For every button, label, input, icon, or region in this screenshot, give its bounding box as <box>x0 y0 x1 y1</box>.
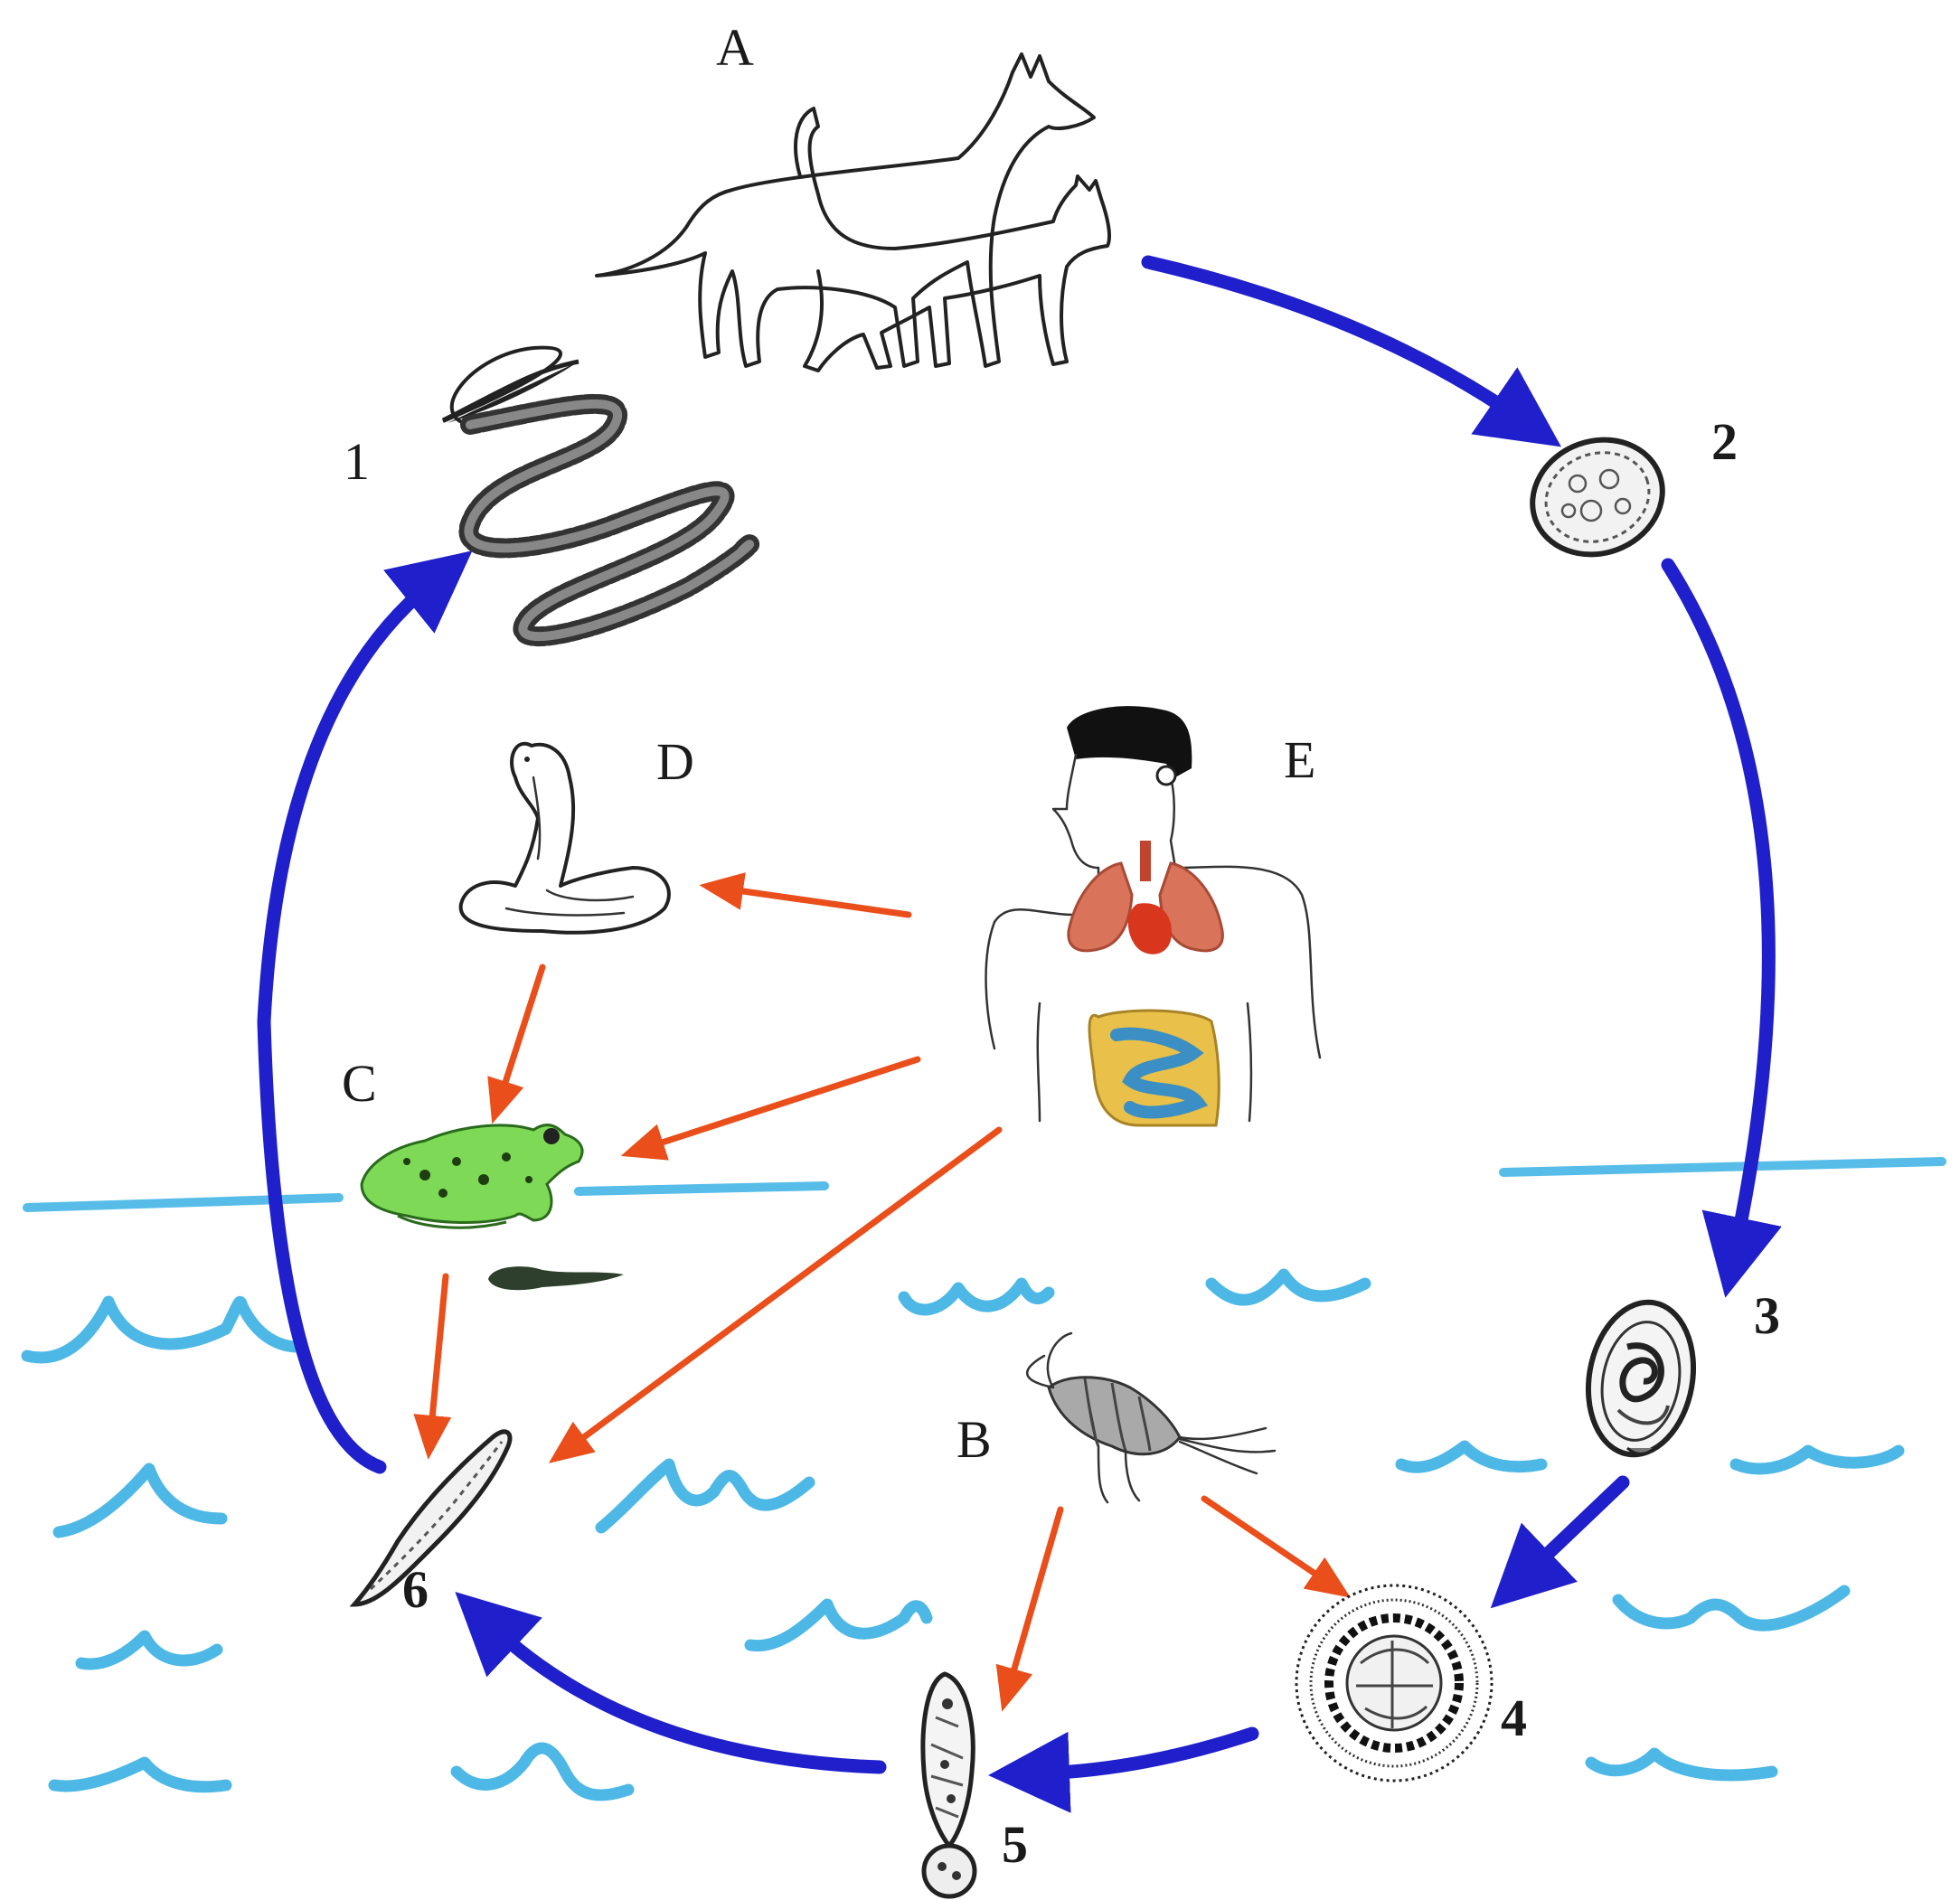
wave <box>1395 1440 1548 1473</box>
water-waves <box>21 1268 1905 1801</box>
arrow-E-to-6 <box>548 1126 1003 1463</box>
label-stage-2: 2 <box>1711 412 1738 471</box>
label-B: B <box>956 1410 992 1469</box>
arrow-B-to-4 <box>1201 1495 1351 1598</box>
coracidium-icon <box>1295 1584 1494 1782</box>
procercoid-icon <box>920 1671 977 1899</box>
waterline-left <box>23 1193 344 1212</box>
wave <box>1729 1444 1905 1475</box>
cobra-snake-icon <box>458 741 671 935</box>
alternative-path-arrows <box>413 872 1351 1712</box>
label-A: A <box>716 18 754 77</box>
frog-and-tadpole-icon <box>360 1124 624 1291</box>
arrow-B-to-5 <box>995 1506 1064 1712</box>
wave <box>744 1598 933 1652</box>
wave <box>48 1756 232 1793</box>
arrow-A-to-2 <box>1141 255 1561 447</box>
label-stage-4: 4 <box>1501 1688 1527 1747</box>
copepod-icon <box>1025 1331 1277 1504</box>
label-E: E <box>1284 730 1315 789</box>
wave <box>1585 1747 1778 1782</box>
wave <box>21 1295 305 1364</box>
wave <box>595 1458 815 1534</box>
human-torso-organs-icon <box>985 706 1322 1127</box>
wave <box>52 1463 228 1538</box>
arrow-4-to-5 <box>988 1726 1259 1813</box>
label-C: C <box>342 1054 377 1113</box>
arrow-2-to-3 <box>1661 558 1782 1298</box>
main-cycle-arrows <box>257 255 1782 1813</box>
arrow-E-to-D <box>699 872 912 918</box>
wave <box>898 1277 1055 1316</box>
waterline-right <box>1499 1157 1946 1177</box>
waterline-middle <box>574 1181 829 1196</box>
label-stage-5: 5 <box>1002 1815 1028 1874</box>
arrow-E-to-C <box>620 1056 921 1161</box>
plerocercoid-icon <box>349 1429 513 1607</box>
label-stage-6: 6 <box>402 1560 429 1619</box>
arrow-5-to-6 <box>455 1592 887 1774</box>
arrow-D-to-C <box>487 964 546 1124</box>
wave <box>450 1742 635 1801</box>
wave <box>1205 1268 1371 1306</box>
arrow-6-to-1 <box>257 550 473 1474</box>
arrow-3-to-4 <box>1490 1475 1630 1609</box>
label-D: D <box>656 732 694 791</box>
egg-icon <box>1530 437 1665 558</box>
wave <box>75 1630 223 1670</box>
arrow-C-to-6 <box>413 1273 452 1460</box>
label-stage-3: 3 <box>1754 1286 1780 1345</box>
embryonated-egg-icon <box>1585 1299 1697 1458</box>
label-stage-1: 1 <box>344 432 370 491</box>
labels: A B C D E 1 2 3 4 5 6 <box>342 18 1780 1874</box>
adult-tapeworm-icon <box>441 345 759 647</box>
dog-and-cat-icon <box>595 52 1111 372</box>
water-surface <box>23 1157 1946 1212</box>
wave <box>1612 1585 1851 1632</box>
